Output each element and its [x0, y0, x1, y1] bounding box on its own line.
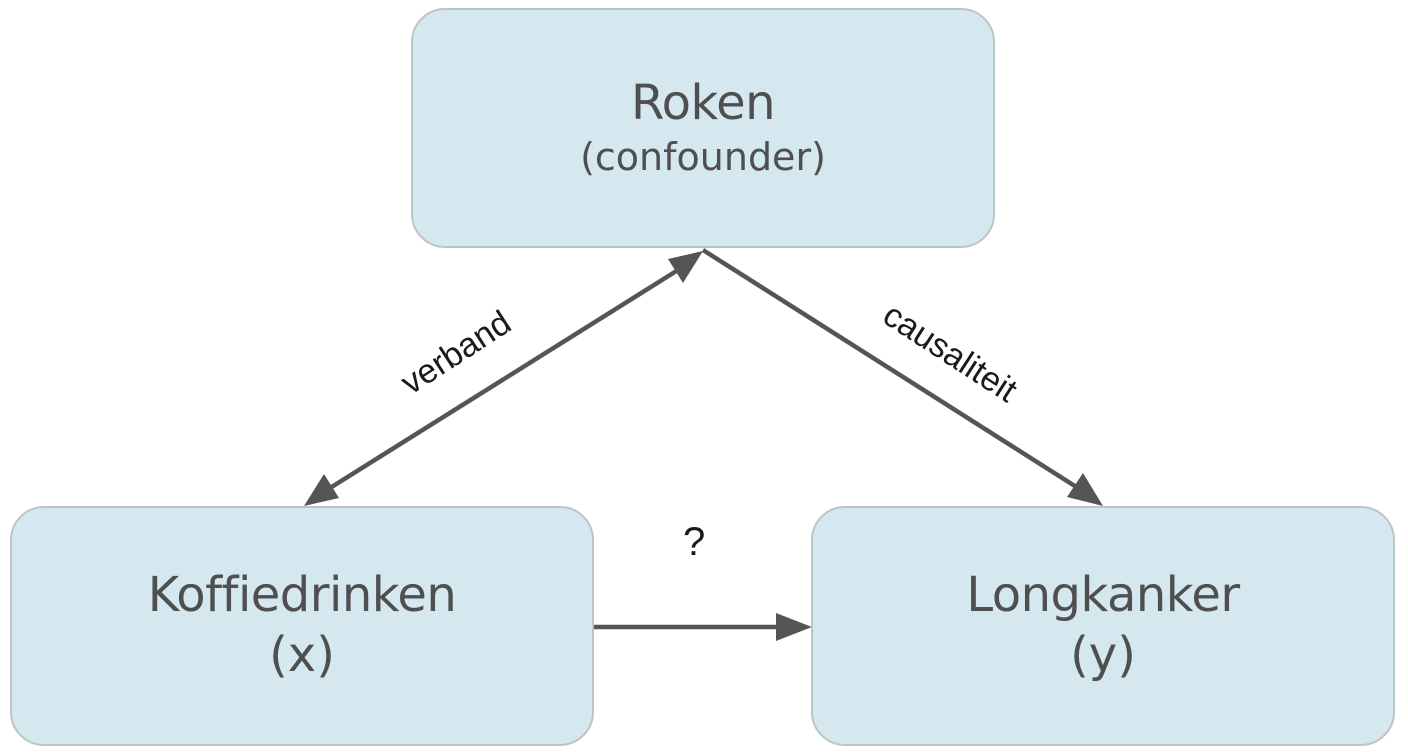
node-koffiedrinken: Koffiedrinken (x) [10, 506, 594, 746]
arrowhead-to-koffiedrinken [304, 474, 339, 506]
node-longkanker-title: Longkanker [966, 566, 1240, 623]
arrowhead-to-roken [668, 251, 703, 283]
node-roken-title: Roken [630, 75, 776, 132]
node-longkanker: Longkanker (y) [811, 506, 1395, 746]
node-longkanker-subtitle: (y) [1070, 627, 1136, 684]
node-roken: Roken (confounder) [411, 8, 995, 248]
edge-causaliteit-line [701, 248, 1080, 490]
edge-causaliteit [701, 248, 1103, 506]
edge-label-causaliteit: causaliteit [876, 296, 1024, 411]
arrowhead-question [776, 613, 812, 641]
edge-verband [304, 251, 703, 506]
node-koffiedrinken-title: Koffiedrinken [147, 566, 457, 623]
edge-verband-line [328, 268, 680, 490]
node-koffiedrinken-subtitle: (x) [269, 627, 335, 684]
node-roken-subtitle: (confounder) [580, 134, 826, 179]
arrowhead-to-longkanker [1067, 473, 1103, 506]
edge-label-question: ? [683, 520, 706, 564]
edge-label-verband: verband [394, 303, 518, 402]
edge-question [594, 613, 812, 641]
